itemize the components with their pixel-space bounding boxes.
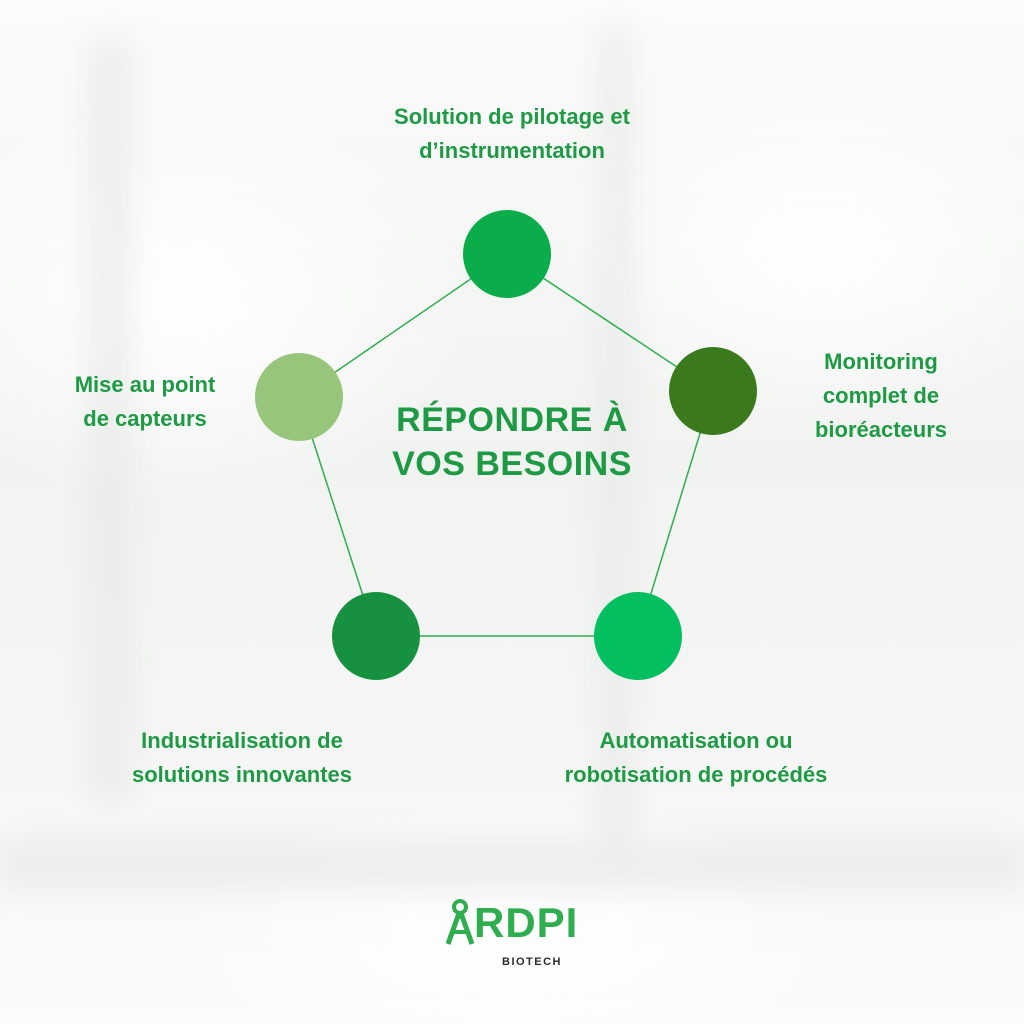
brand-logo: RDPI BIOTECH (412, 898, 612, 978)
node-left-circle (255, 353, 343, 441)
node-top-label-line: Solution de pilotage et (394, 104, 630, 129)
node-right-label-line: bioréacteurs (814, 417, 948, 442)
node-bottom-right-label-line: robotisation de procédés (564, 762, 828, 787)
node-right-label: Monitoring complet de bioréacteurs (776, 345, 986, 447)
center-title-line: RÉPONDRE À (396, 401, 628, 439)
node-bottom-right-circle (594, 592, 682, 680)
logo-a-pin-icon (445, 899, 475, 945)
node-right-label-line: complet de (822, 383, 940, 408)
pentagon-nodes (255, 210, 757, 680)
logo-subtitle: BIOTECH (502, 956, 562, 968)
node-left-label: Mise au point de capteurs (40, 368, 250, 436)
node-bottom-left-label: Industrialisation de solutions innovante… (92, 724, 392, 792)
node-left-label-line: Mise au point (74, 372, 216, 397)
background-blur (90, 40, 130, 800)
node-bottom-right-label-line: Automatisation ou (599, 728, 793, 753)
center-title-line: VOS BESOINS (392, 445, 632, 483)
node-top-label-line: d’instrumentation (419, 138, 605, 163)
node-left-label-line: de capteurs (83, 406, 207, 431)
center-title: RÉPONDRE À VOS BESOINS (362, 398, 662, 486)
node-bottom-right-label: Automatisation ou robotisation de procéd… (516, 724, 876, 792)
logo-name: RDPI (474, 899, 579, 946)
background-blur (0, 840, 1024, 890)
node-bottom-left-label-line: solutions innovantes (131, 762, 353, 787)
logo-mark: RDPI (444, 898, 584, 948)
node-right-circle (669, 347, 757, 435)
node-bottom-left-circle (332, 592, 420, 680)
background-blur (600, 30, 630, 850)
node-right-label-line: Monitoring (824, 349, 938, 374)
node-top-circle (463, 210, 551, 298)
node-bottom-left-label-line: Industrialisation de (141, 728, 343, 753)
node-top-label: Solution de pilotage et d’instrumentatio… (332, 100, 692, 168)
